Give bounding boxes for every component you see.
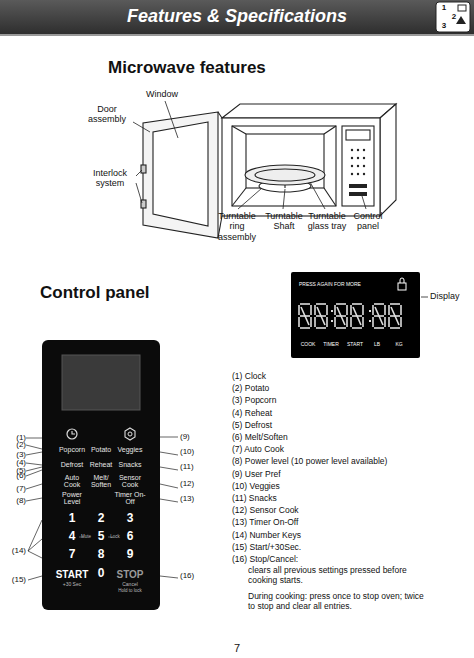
key-label: Power Level: [57, 491, 87, 506]
part-label: Turntable Shaft: [262, 211, 306, 232]
key-label: START: [55, 569, 89, 581]
part-label: Window: [146, 89, 196, 99]
key-label: Mute: [78, 534, 94, 539]
part-label: Control panel: [346, 211, 390, 232]
display-text: START: [342, 342, 368, 348]
list-item: (10) Veggies: [232, 482, 470, 492]
callout-number: (12): [180, 479, 206, 488]
section-heading: Microwave features: [108, 58, 308, 78]
display-panel: PRESS AGAIN FOR MORE COOKTIMERSTARTLBKG: [291, 272, 420, 358]
callout-number: (14): [2, 546, 26, 555]
key-label: Hold to lock: [113, 588, 147, 593]
display-text: LB: [367, 342, 387, 348]
display-text: KG: [389, 342, 409, 348]
callout-number: (11): [180, 462, 206, 471]
list-item: (14) Number Keys: [232, 531, 470, 541]
part-label: Turntable ring assembly: [210, 211, 264, 242]
key-label: Popcorn: [55, 446, 89, 454]
part-label: Turntable glass tray: [304, 211, 350, 232]
list-item: (3) Popcorn: [232, 396, 470, 406]
icon-digit: 1: [439, 3, 449, 12]
callout-number: (7): [2, 484, 26, 493]
key-label: Snacks: [114, 461, 146, 469]
icon-digit: 3: [439, 21, 449, 30]
key-label: Lock: [107, 534, 123, 539]
list-item: (9) User Pref: [232, 470, 470, 480]
key-label: 3: [123, 512, 137, 526]
list-item: (16) Stop/Cancel:: [232, 555, 470, 565]
list-item: (2) Potato: [232, 384, 470, 394]
list-item: (8) Power level (10 power level availabl…: [232, 457, 470, 467]
key-label: Reheat: [86, 461, 116, 469]
key-label: 2: [94, 512, 108, 526]
key-label: 5: [94, 530, 108, 544]
list-item: (12) Sensor Cook: [232, 506, 470, 516]
callout-number: (2): [2, 440, 26, 449]
display-text: TIMER: [318, 342, 344, 348]
part-label: Door assembly: [80, 104, 134, 125]
callout-number: (15): [2, 575, 26, 584]
callout-number: (6): [2, 471, 26, 480]
list-item: (1) Clock: [232, 372, 470, 382]
key-label: Defrost: [55, 461, 89, 469]
key-label: Melt/ Soften: [86, 474, 116, 489]
part-label: Interlock system: [84, 168, 136, 189]
list-item: (7) Auto Cook: [232, 445, 470, 455]
key-label: 1: [65, 512, 79, 526]
callout-number: (3): [2, 450, 26, 459]
key-label: Potato: [86, 446, 116, 454]
list-item: (4) Reheat: [232, 409, 470, 419]
control-panel: PopcornPotatoVeggiesDefrostReheatSnacksA…: [42, 340, 160, 610]
list-item: (6) Melt/Soften: [232, 433, 470, 443]
callout-number: (4): [2, 458, 26, 467]
key-label: Sensor Cook: [115, 474, 145, 489]
list-item: (11) Snacks: [232, 494, 470, 504]
callout-number: (16): [180, 571, 206, 580]
callout-number: (10): [180, 447, 206, 456]
key-label: 8: [94, 548, 108, 562]
callout-number: (13): [180, 494, 206, 503]
key-label: Cancel: [115, 582, 145, 588]
key-label: 6: [123, 530, 137, 544]
key-label: Auto Cook: [57, 474, 87, 489]
list-item: (13) Timer On-Off: [232, 518, 470, 528]
key-label: 9: [123, 548, 137, 562]
page-title: Features & Specifications: [60, 6, 414, 27]
list-note: During cooking: press once to stop oven;…: [248, 592, 424, 612]
part-label: Display: [430, 291, 472, 301]
display-text: PRESS AGAIN FOR MORE: [299, 282, 379, 288]
list-note: clears all previous settings pressed bef…: [248, 566, 416, 586]
key-label: 4: [65, 530, 79, 544]
key-label: 7: [65, 548, 79, 562]
icon-digit: 2: [449, 12, 459, 21]
key-label: Timer On-Off: [113, 491, 147, 506]
key-label: +30 Sec: [57, 582, 87, 588]
page-number: 7: [229, 642, 245, 655]
key-label: Veggies: [114, 446, 146, 454]
key-label: STOP: [114, 569, 146, 581]
key-label: 0: [94, 567, 108, 581]
section-heading: Control panel: [40, 283, 210, 303]
list-item: (15) Start/+30Sec.: [232, 543, 470, 553]
list-item: (5) Defrost: [232, 421, 470, 431]
callout-number: (9): [180, 432, 206, 441]
callout-number: (8): [2, 496, 26, 505]
display-text: COOK: [295, 342, 321, 348]
